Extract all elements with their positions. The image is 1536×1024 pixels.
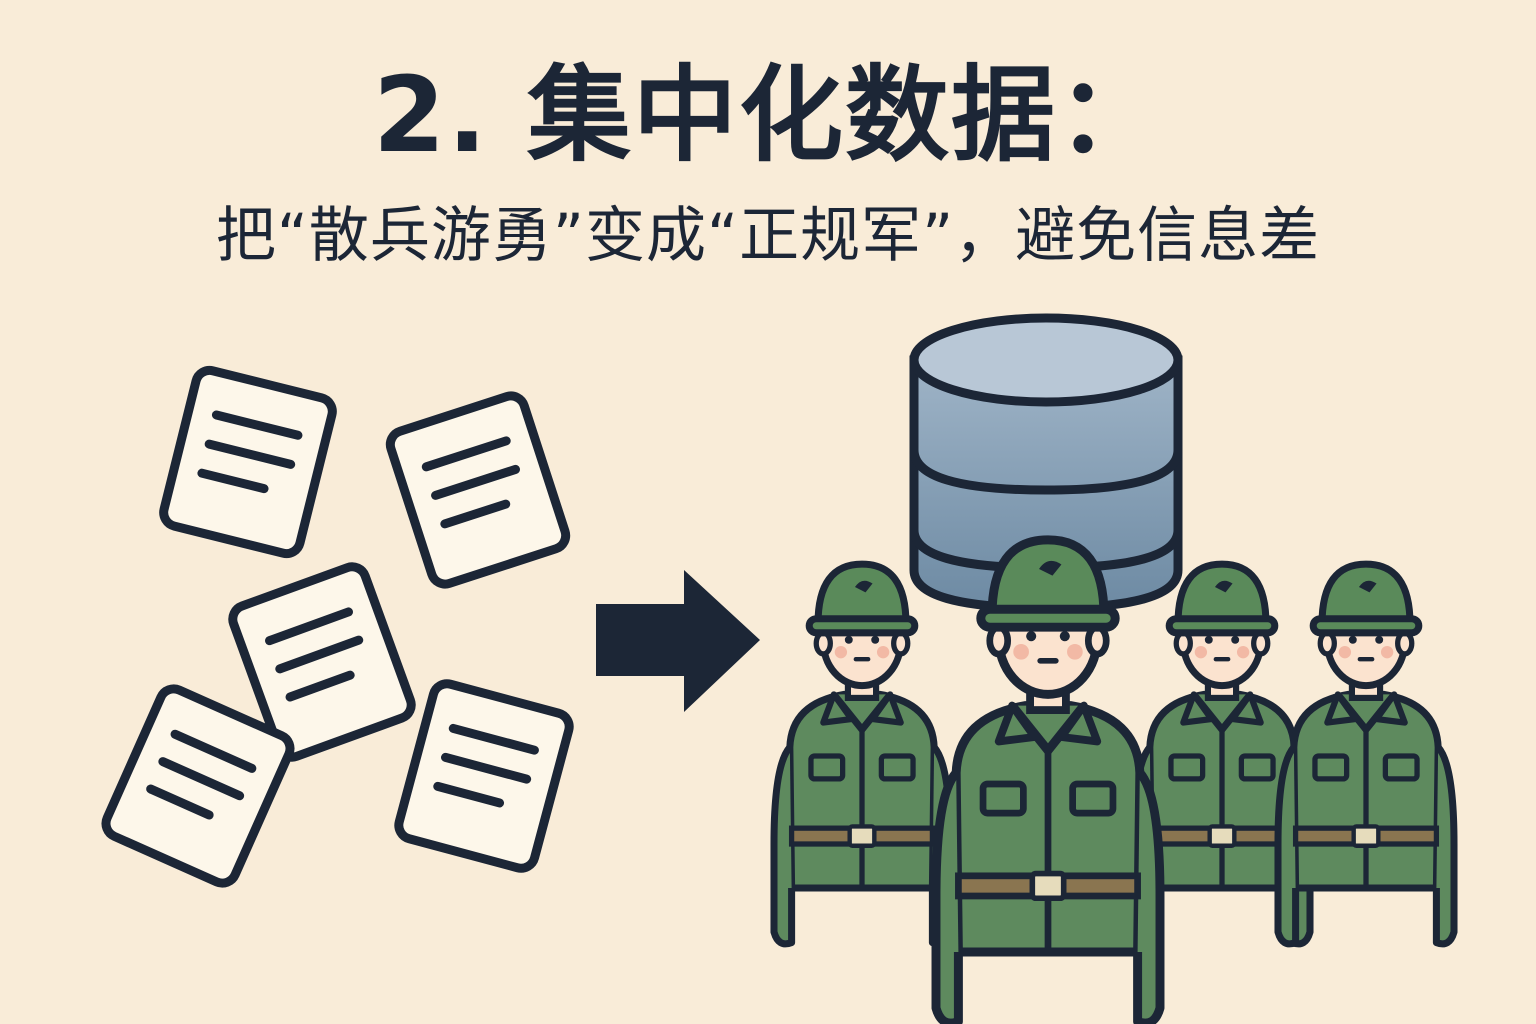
soldier-icon xyxy=(774,564,950,944)
right-arrow-icon xyxy=(596,570,760,712)
soldier-icon xyxy=(1278,564,1454,944)
page-subtitle: 把“散兵游勇”变成“正规军”，避免信息差 xyxy=(215,201,1321,271)
document-icon xyxy=(396,681,573,872)
document-icon xyxy=(387,392,570,587)
soldier-group xyxy=(774,540,1454,1023)
soldier-icon-front xyxy=(936,540,1160,1023)
document-icon xyxy=(161,367,336,556)
page-title: 2. 集中化数据： xyxy=(372,54,1164,176)
scattered-documents xyxy=(102,367,573,887)
